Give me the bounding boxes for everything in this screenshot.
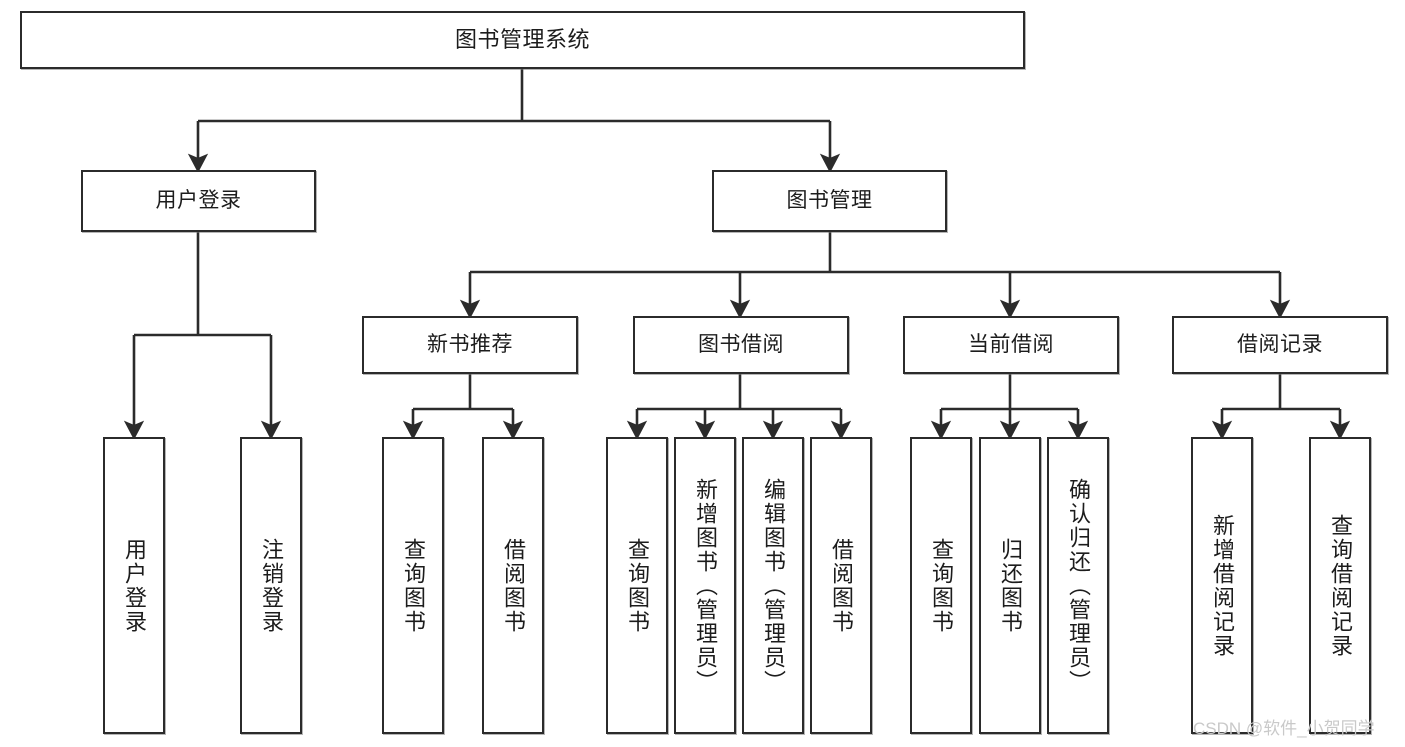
node-user-login[interactable]: 用户登录	[81, 170, 316, 232]
node-leaf-borrow-book-2[interactable]: 借阅图书	[810, 437, 872, 734]
node-leaf-edit-book-label: 编辑图书（管理员）	[760, 477, 786, 694]
node-user-login-label: 用户登录	[155, 188, 242, 212]
node-new-book-recommend[interactable]: 新书推荐	[362, 316, 578, 374]
watermark: CSDN @软件_小贺同学	[1193, 719, 1375, 738]
node-leaf-query-record-label: 查询借阅记录	[1327, 513, 1353, 658]
node-leaf-borrow-book-1-label: 借阅图书	[500, 537, 526, 634]
node-current-borrow-label: 当前借阅	[968, 332, 1054, 356]
node-leaf-query-book-2-label: 查询图书	[624, 537, 650, 634]
node-borrow-record[interactable]: 借阅记录	[1172, 316, 1388, 374]
node-leaf-confirm-return-label: 确认归还（管理员）	[1065, 477, 1091, 694]
node-leaf-return-book-label: 归还图书	[997, 537, 1023, 634]
node-root[interactable]: 图书管理系统	[20, 11, 1025, 69]
node-leaf-user-logout[interactable]: 注销登录	[240, 437, 302, 734]
node-leaf-user-logout-label: 注销登录	[258, 537, 284, 634]
node-leaf-query-book-1-label: 查询图书	[400, 537, 426, 634]
node-leaf-return-book[interactable]: 归还图书	[979, 437, 1041, 734]
node-leaf-add-record[interactable]: 新增借阅记录	[1191, 437, 1253, 734]
node-leaf-borrow-book-2-label: 借阅图书	[828, 537, 854, 634]
node-leaf-add-record-label: 新增借阅记录	[1209, 513, 1235, 658]
node-new-book-recommend-label: 新书推荐	[427, 332, 513, 356]
node-leaf-edit-book[interactable]: 编辑图书（管理员）	[742, 437, 804, 734]
node-leaf-user-login-label: 用户登录	[121, 537, 147, 634]
node-leaf-add-book[interactable]: 新增图书（管理员）	[674, 437, 736, 734]
node-leaf-confirm-return[interactable]: 确认归还（管理员）	[1047, 437, 1109, 734]
node-leaf-query-book-3-label: 查询图书	[928, 537, 954, 634]
node-leaf-query-record[interactable]: 查询借阅记录	[1309, 437, 1371, 734]
node-leaf-borrow-book-1[interactable]: 借阅图书	[482, 437, 544, 734]
node-leaf-query-book-1[interactable]: 查询图书	[382, 437, 444, 734]
node-book-manage-label: 图书管理	[786, 188, 873, 212]
node-book-borrow[interactable]: 图书借阅	[633, 316, 849, 374]
node-leaf-query-book-3[interactable]: 查询图书	[910, 437, 972, 734]
node-book-manage[interactable]: 图书管理	[712, 170, 947, 232]
node-leaf-add-book-label: 新增图书（管理员）	[692, 477, 718, 694]
node-root-label: 图书管理系统	[454, 27, 590, 53]
node-leaf-query-book-2[interactable]: 查询图书	[606, 437, 668, 734]
node-book-borrow-label: 图书借阅	[698, 332, 784, 356]
node-current-borrow[interactable]: 当前借阅	[903, 316, 1119, 374]
node-borrow-record-label: 借阅记录	[1237, 332, 1323, 356]
node-leaf-user-login[interactable]: 用户登录	[103, 437, 165, 734]
